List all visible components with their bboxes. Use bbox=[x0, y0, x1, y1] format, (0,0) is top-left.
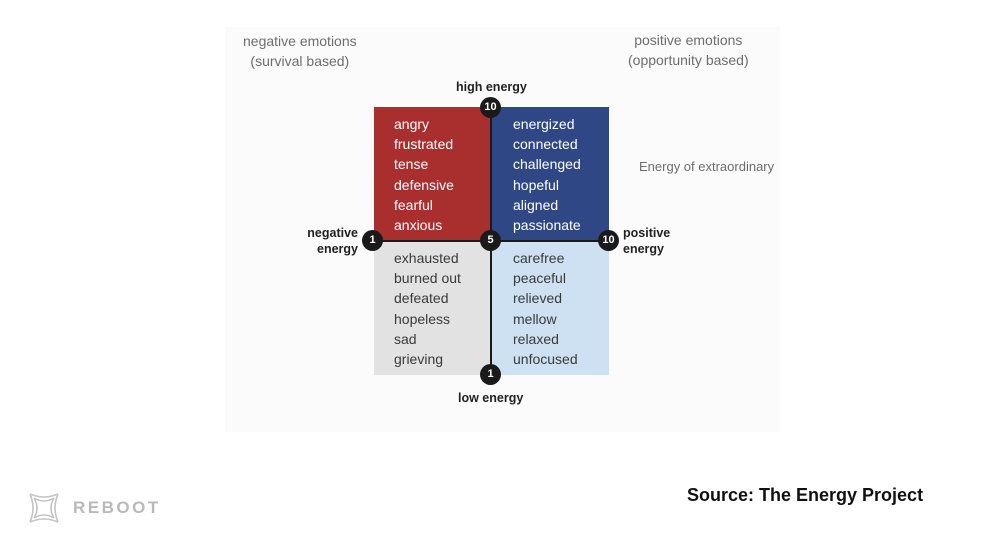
quadrant-word: passionate bbox=[513, 217, 581, 234]
low-energy-label: low energy bbox=[458, 391, 524, 405]
node-bottom: 1 bbox=[480, 364, 501, 385]
quadrant-word: frustrated bbox=[394, 136, 454, 153]
quadrant-word: hopeful bbox=[513, 176, 559, 193]
negative-energy-line2: energy bbox=[317, 242, 358, 256]
quadrant-word: aligned bbox=[513, 196, 559, 213]
positive-energy-line1: positive bbox=[623, 226, 671, 240]
energy-of-extraordinary-label: Energy of extraordinary bbox=[639, 159, 775, 174]
negative-emotions-subtitle: (survival based) bbox=[250, 53, 350, 69]
source-caption: Source: The Energy Project bbox=[687, 485, 924, 505]
reboot-logo-text: REBOOT bbox=[73, 498, 161, 517]
reboot-logo-mark-icon bbox=[29, 493, 59, 523]
quadrant-word: challenged bbox=[513, 156, 581, 173]
quadrant-word: tense bbox=[394, 156, 429, 173]
quadrant-word: sad bbox=[394, 330, 417, 347]
quadrant-word: exhausted bbox=[394, 250, 459, 266]
quadrant-high-negative: angry frustrated tense defensive fearful… bbox=[374, 107, 491, 241]
positive-energy-label: positive energy bbox=[623, 225, 670, 257]
negative-emotions-title: negative emotions bbox=[243, 33, 357, 49]
quadrant-word: grieving bbox=[394, 351, 444, 368]
node-left: 1 bbox=[362, 230, 383, 251]
quadrant-word: energized bbox=[513, 116, 575, 132]
quadrant-word: relaxed bbox=[513, 330, 559, 347]
quadrant-word: defeated bbox=[394, 290, 449, 307]
quadrant-high-positive: energized connected challenged hopeful a… bbox=[491, 107, 609, 241]
node-center: 5 bbox=[480, 230, 501, 251]
quadrant-word: angry bbox=[394, 116, 430, 132]
negative-energy-label: negative energy bbox=[303, 225, 358, 257]
quadrant-word: defensive bbox=[394, 176, 454, 193]
quadrant-word: mellow bbox=[513, 310, 557, 327]
quadrant-word: burned out bbox=[394, 270, 461, 287]
reboot-logo: REBOOT bbox=[27, 491, 161, 525]
negative-energy-line1: negative bbox=[307, 226, 358, 240]
node-right: 10 bbox=[598, 230, 619, 251]
quadrant-low-positive: carefree peaceful relieved mellow relaxe… bbox=[491, 241, 609, 375]
positive-emotions-note: positive emotions (opportunity based) bbox=[628, 30, 749, 70]
node-top: 10 bbox=[480, 97, 501, 118]
positive-emotions-title: positive emotions bbox=[634, 32, 743, 48]
positive-emotions-subtitle: (opportunity based) bbox=[628, 52, 749, 68]
quadrant-word: carefree bbox=[513, 250, 565, 266]
quadrant-word: anxious bbox=[394, 217, 443, 234]
quadrant-word: peaceful bbox=[513, 270, 566, 287]
quadrant-word: hopeless bbox=[394, 310, 451, 327]
negative-emotions-note: negative emotions (survival based) bbox=[243, 31, 357, 71]
quadrant-word: connected bbox=[513, 136, 578, 153]
positive-energy-line2: energy bbox=[623, 242, 664, 256]
quadrant-word: unfocused bbox=[513, 351, 578, 368]
high-energy-label: high energy bbox=[456, 80, 527, 94]
quadrant-word: relieved bbox=[513, 290, 563, 307]
quadrant-word: fearful bbox=[394, 196, 433, 213]
quadrant-low-negative: exhausted burned out defeated hopeless s… bbox=[374, 241, 491, 375]
